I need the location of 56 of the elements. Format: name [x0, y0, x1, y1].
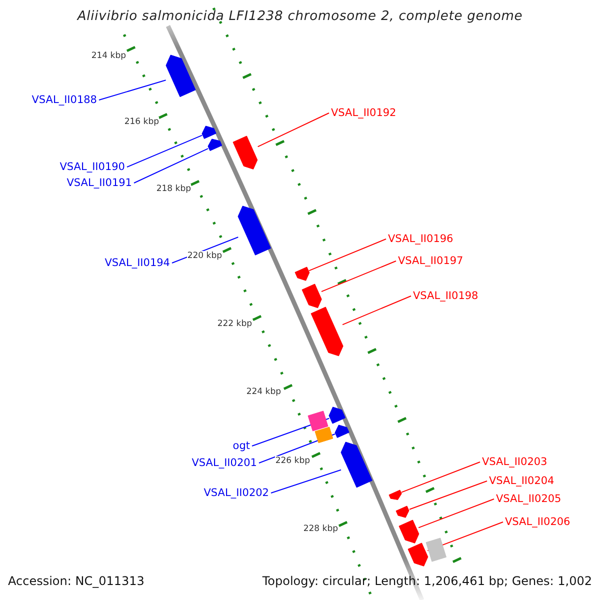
gene-label: VSAL_II0191: [66, 176, 132, 190]
leader-line: [427, 522, 504, 552]
leader-line: [270, 469, 342, 494]
tick-label: 224 kbp: [246, 387, 281, 398]
leader-line: [98, 80, 166, 100]
gene-label: VSAL_II0198: [413, 289, 478, 303]
gene-block: [233, 136, 258, 170]
leader-line: [321, 260, 396, 292]
leader-line: [418, 498, 494, 528]
gene-label: ogt: [232, 439, 250, 453]
chart-title: Aliivibrio salmonicida LFI1238 chromosome 2, complete genome: [76, 9, 524, 25]
gene-block: [202, 126, 216, 139]
gene-block: [388, 490, 402, 500]
gene-block: [166, 54, 196, 97]
tick-label: 216 kbp: [124, 117, 159, 128]
tick-label: 226 kbp: [275, 456, 310, 467]
gene-label: VSAL_II0205: [496, 492, 562, 506]
leader-line: [257, 112, 330, 148]
gene-label: VSAL_II0190: [60, 160, 125, 174]
gene-label: VSAL_II0202: [204, 486, 269, 500]
tick-label: 214 kbp: [91, 51, 126, 62]
tick-label: 222 kbp: [217, 319, 252, 330]
footer-text: Topology: circular; Length: 1,206,461 bp; Genes: 1,002: [262, 574, 592, 589]
leader-line: [258, 434, 336, 464]
leader-line: [252, 418, 330, 446]
gene-label: VSAL_II0196: [388, 232, 454, 246]
gene-label: VSAL_II0204: [489, 474, 554, 488]
feature-block: [315, 427, 333, 443]
gene-label: VSAL_II0188: [32, 93, 97, 107]
leader-line: [134, 148, 209, 184]
gene-label: VSAL_II0201: [192, 456, 257, 470]
gene-block: [310, 306, 343, 356]
gene-block: [335, 424, 350, 438]
tick-label: 228 kbp: [303, 524, 338, 535]
gene-label: VSAL_II0197: [398, 254, 464, 268]
gene-block: [302, 284, 322, 308]
gene-label: VSAL_II0203: [482, 455, 548, 469]
leader-line: [400, 462, 480, 493]
feature-block: [308, 410, 328, 431]
gene-label: VSAL_II0194: [104, 256, 170, 270]
gene-block: [340, 442, 372, 488]
leader-line: [126, 134, 203, 168]
tick-label: 220 kbp: [187, 251, 222, 262]
tick-label: 218 kbp: [156, 184, 191, 195]
footer-text: Accession: NC_011313: [8, 574, 144, 589]
leader-line: [342, 296, 412, 326]
gene-block: [408, 542, 428, 566]
leader-line: [308, 238, 386, 272]
gene-block: [329, 407, 346, 424]
gene-label: VSAL_II0206: [505, 515, 570, 529]
gene-block: [238, 206, 271, 256]
gene-block: [208, 139, 222, 152]
leader-line: [408, 480, 488, 510]
gene-block: [294, 266, 309, 280]
feature-block: [426, 538, 446, 562]
gene-label: VSAL_II0192: [331, 106, 396, 120]
